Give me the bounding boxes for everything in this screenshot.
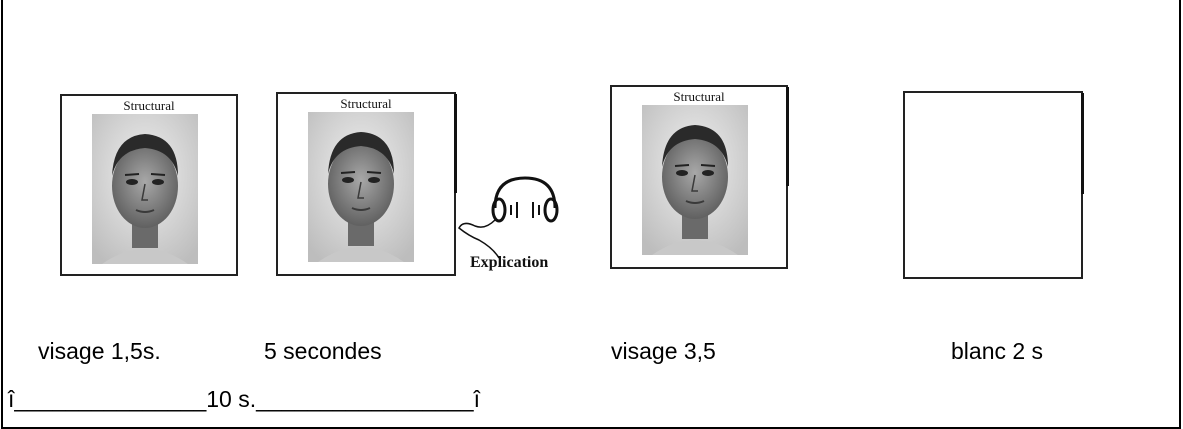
panel-label: Structural [340, 96, 392, 111]
panel-face-1: Structural [60, 94, 238, 276]
timeline-10s: î_______________10 s._________________î [8, 386, 480, 412]
caption-blanc: blanc 2 s [951, 338, 1044, 364]
panel-face-3: Structural [610, 85, 789, 269]
caption-visage-2: visage 3,5 [611, 338, 716, 364]
panel-blank [903, 91, 1084, 279]
caption-visage-1: visage 1,5s. [38, 338, 161, 364]
audio-label: Explication [470, 254, 549, 271]
panel-face-2: Structural [276, 92, 457, 276]
panel-label: Structural [123, 98, 175, 113]
panel-label: Structural [673, 89, 725, 104]
face-photo [92, 114, 198, 264]
headphones-icon [458, 176, 559, 259]
face-photo [308, 112, 414, 262]
face-photo [642, 105, 748, 255]
caption-5-secondes: 5 secondes [264, 338, 382, 364]
